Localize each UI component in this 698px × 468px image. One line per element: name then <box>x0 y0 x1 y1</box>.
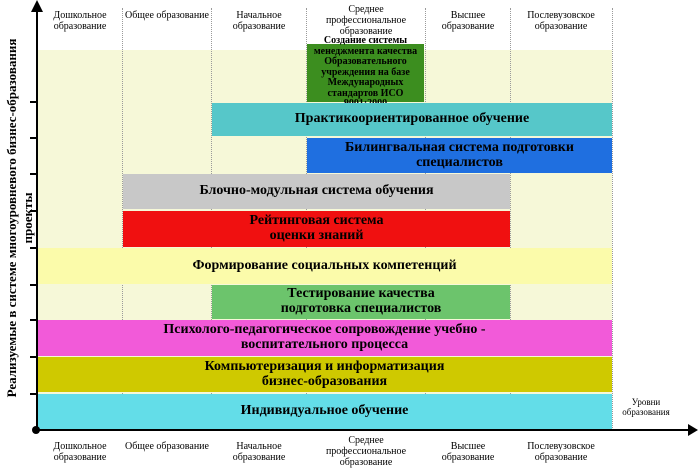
bar-psych-support: Психолого-педагогическое сопровождение у… <box>37 320 612 356</box>
y-tick <box>30 137 38 139</box>
y-tick <box>30 173 38 175</box>
y-tick <box>30 210 38 212</box>
bar-quality-testing: Тестирование качества подготовка специал… <box>212 285 510 319</box>
x-axis-title: Уровни образования <box>622 397 670 417</box>
level-label-bottom-primary: Начальное образование <box>232 441 286 463</box>
level-label-bottom-secondary: Среднее профессиональное образование <box>325 435 407 468</box>
y-tick <box>30 393 38 395</box>
bar-social-competencies: Формирование социальных компетенций <box>37 248 612 284</box>
y-tick <box>30 356 38 358</box>
bar-individual: Индивидуальное обучение <box>37 394 612 429</box>
x-axis <box>36 429 692 431</box>
column-divider <box>510 8 511 428</box>
y-tick <box>30 247 38 249</box>
bar-quality-management: Создание системы менеджмента качества Об… <box>307 36 424 109</box>
y-axis-title: Реализуемые в системе многоуровневого би… <box>4 38 35 398</box>
y-axis <box>36 10 38 430</box>
bar-practice-oriented: Практикоориентированное обучение <box>212 103 612 136</box>
level-label-bottom-preschool: Дошкольное образование <box>53 441 107 463</box>
y-tick <box>30 284 38 286</box>
level-label-top-preschool: Дошкольное образование <box>53 10 107 32</box>
y-tick <box>30 319 38 321</box>
y-tick <box>30 101 38 103</box>
origin-dot <box>32 426 40 434</box>
y-axis-arrow <box>31 0 43 12</box>
bar-rating-system: Рейтинговая система оценки знаний <box>123 211 510 247</box>
bar-block-modular: Блочно-модульная система обучения <box>123 174 510 209</box>
column-divider <box>612 8 613 428</box>
level-label-top-higher: Высшее образование <box>441 10 495 32</box>
column-divider <box>122 8 123 428</box>
level-label-bottom-postgraduate: Послевузовское образование <box>527 441 595 463</box>
level-label-bottom-higher: Высшее образование <box>441 441 495 463</box>
bar-computerization: Компьютеризация и информатизация бизнес-… <box>37 357 612 392</box>
bar-bilingual: Билингвальная система подготовки специал… <box>307 138 612 173</box>
level-label-bottom-general: Общее образование <box>125 441 209 452</box>
level-label-top-general: Общее образование <box>125 10 209 21</box>
x-axis-arrow <box>688 424 698 436</box>
level-label-top-postgraduate: Послевузовское образование <box>527 10 595 32</box>
level-label-top-secondary: Среднее профессиональное образование <box>325 4 407 37</box>
level-label-top-primary: Начальное образование <box>232 10 286 32</box>
